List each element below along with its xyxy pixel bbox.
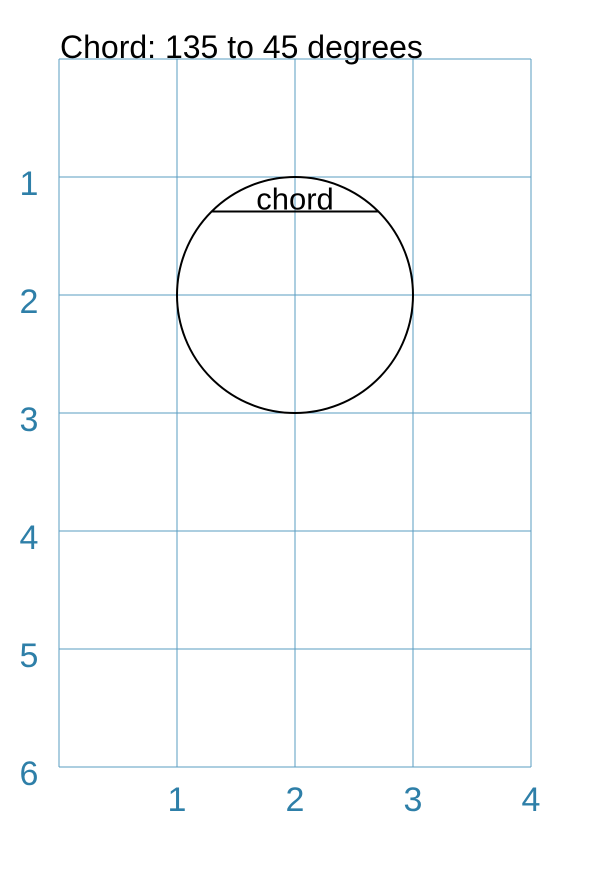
y-tick-label: 2 <box>20 283 39 321</box>
circle <box>176 176 414 414</box>
x-tick-label: 4 <box>522 781 541 819</box>
diagram-title: Chord: 135 to 45 degrees <box>60 29 423 65</box>
x-tick-label: 2 <box>286 781 305 819</box>
y-tick-label: 3 <box>20 401 39 439</box>
y-tick-label: 4 <box>20 519 39 557</box>
y-tick-labels: 1 2 3 4 5 6 <box>20 165 39 793</box>
shapes: chord <box>176 176 414 414</box>
y-tick-label: 6 <box>20 755 39 793</box>
y-tick-label: 1 <box>20 165 39 203</box>
y-tick-label: 5 <box>20 637 39 675</box>
x-tick-label: 3 <box>404 781 423 819</box>
x-tick-labels: 1 2 3 4 <box>168 781 541 819</box>
x-tick-label: 1 <box>168 781 187 819</box>
chord-label: chord <box>256 182 334 217</box>
